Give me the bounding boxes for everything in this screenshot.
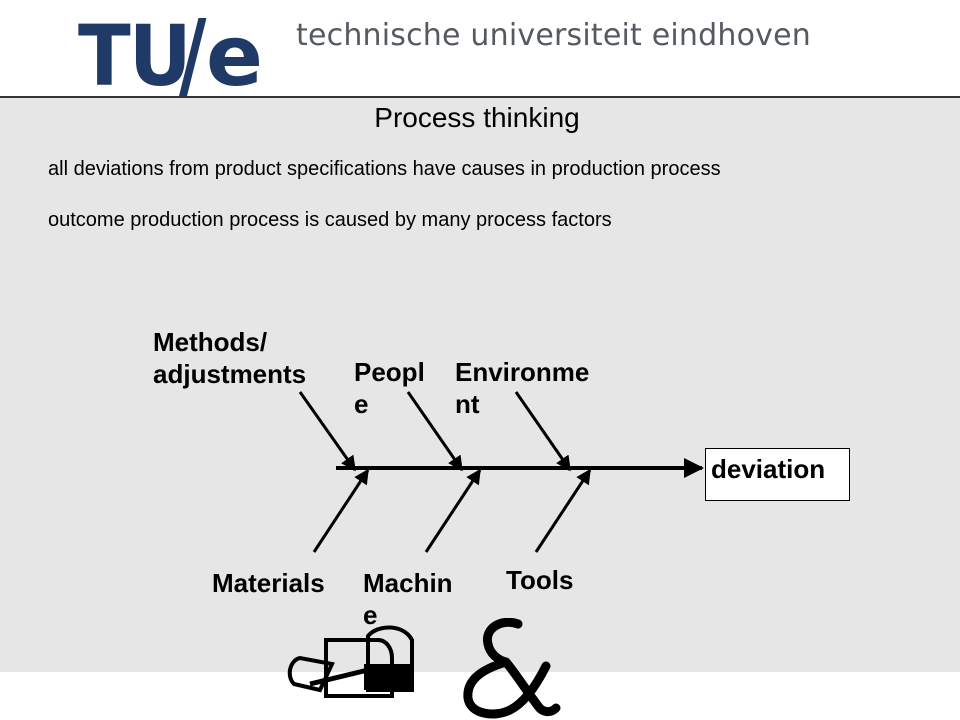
cause-machine-label: Machin e <box>363 567 453 631</box>
cause-machine-line1: Machin <box>363 568 453 598</box>
branch-environment <box>514 391 572 472</box>
mailbox-icon <box>287 625 414 698</box>
branch-machine <box>424 468 482 553</box>
cause-methods-line2: adjustments <box>153 359 307 389</box>
dingbat-symbols <box>287 618 561 719</box>
cause-tools-line1: Tools <box>506 565 574 595</box>
cause-materials-label: Materials <box>212 567 325 599</box>
slide-title: Process thinking <box>374 102 580 133</box>
effect-box: deviation <box>705 448 850 501</box>
statement-1: all deviations from product specificatio… <box>48 158 721 180</box>
cause-people-label: Peopl e <box>354 356 425 420</box>
content-panel <box>0 96 960 674</box>
logo-e-text: e <box>206 7 263 105</box>
branch-people <box>406 391 464 472</box>
cause-environment-line2: nt <box>455 389 480 419</box>
cause-materials-line1: Materials <box>212 568 325 598</box>
header: TU e technische universiteit eindhoven <box>0 0 960 118</box>
university-name: technische universiteit eindhoven <box>296 18 811 53</box>
cause-methods-label: Methods/ adjustments <box>153 326 306 390</box>
cause-methods-line1: Methods/ <box>153 327 268 357</box>
cause-people-line2: e <box>354 389 369 419</box>
branch-tools <box>534 468 592 553</box>
cause-people-line1: Peopl <box>354 357 425 387</box>
ampersand-icon <box>463 618 561 719</box>
cause-tools-label: Tools <box>506 564 573 596</box>
branch-materials <box>312 468 370 553</box>
cause-environment-line1: Environme <box>455 357 590 387</box>
logo-tu-text: TU <box>78 7 192 105</box>
branch-methods <box>298 391 357 472</box>
statement-2: outcome production process is caused by … <box>48 209 612 231</box>
cause-machine-line2: e <box>363 600 378 630</box>
cause-environment-label: Environme nt <box>455 356 589 420</box>
